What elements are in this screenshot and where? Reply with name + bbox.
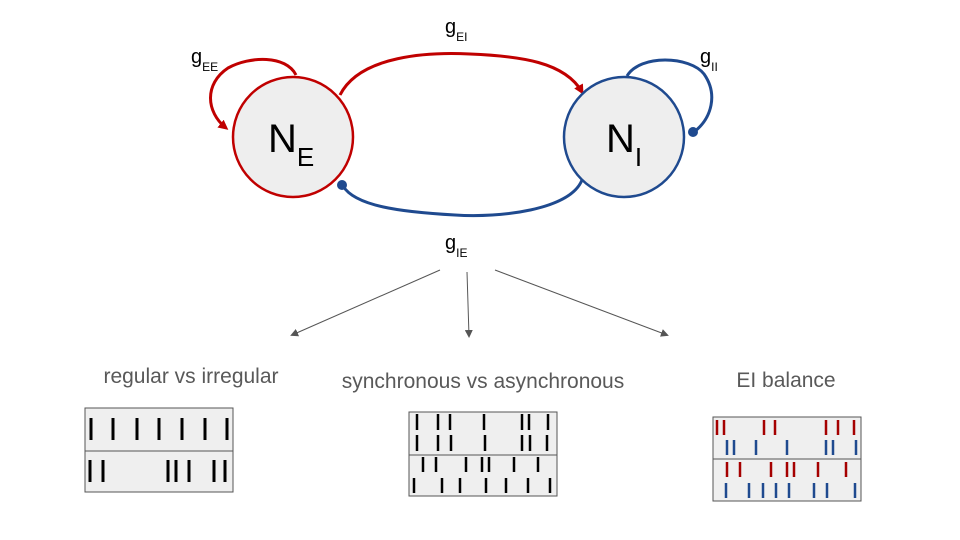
balance-raster xyxy=(712,416,862,502)
arrow-to-balance xyxy=(494,269,669,337)
synchrony-raster xyxy=(408,411,558,497)
gie-label: gIE xyxy=(445,232,467,260)
ie-inhibitory-terminal xyxy=(337,180,347,190)
ei-connection xyxy=(338,52,584,96)
ee-self-connection xyxy=(209,58,298,130)
ii-self-connection xyxy=(625,58,714,134)
gii-label: gII xyxy=(700,46,718,74)
ii-inhibitory-terminal xyxy=(688,127,698,137)
inhibitory-node-label: NI xyxy=(606,117,642,172)
arrow-to-synchrony xyxy=(464,271,473,338)
excitatory-node-label: NE xyxy=(268,117,314,172)
synchrony-caption: synchronous vs asynchronous xyxy=(342,370,625,393)
regularity-caption: regular vs irregular xyxy=(103,365,278,388)
gee-label: gEE xyxy=(191,46,218,74)
regularity-raster xyxy=(84,407,234,493)
arrow-to-regularity xyxy=(290,269,441,337)
ie-connection xyxy=(341,179,584,218)
balance-caption: EI balance xyxy=(736,369,835,392)
gei-label: gEI xyxy=(445,16,467,44)
excitatory-population-node xyxy=(231,75,355,199)
inhibitory-population-node xyxy=(562,75,686,199)
